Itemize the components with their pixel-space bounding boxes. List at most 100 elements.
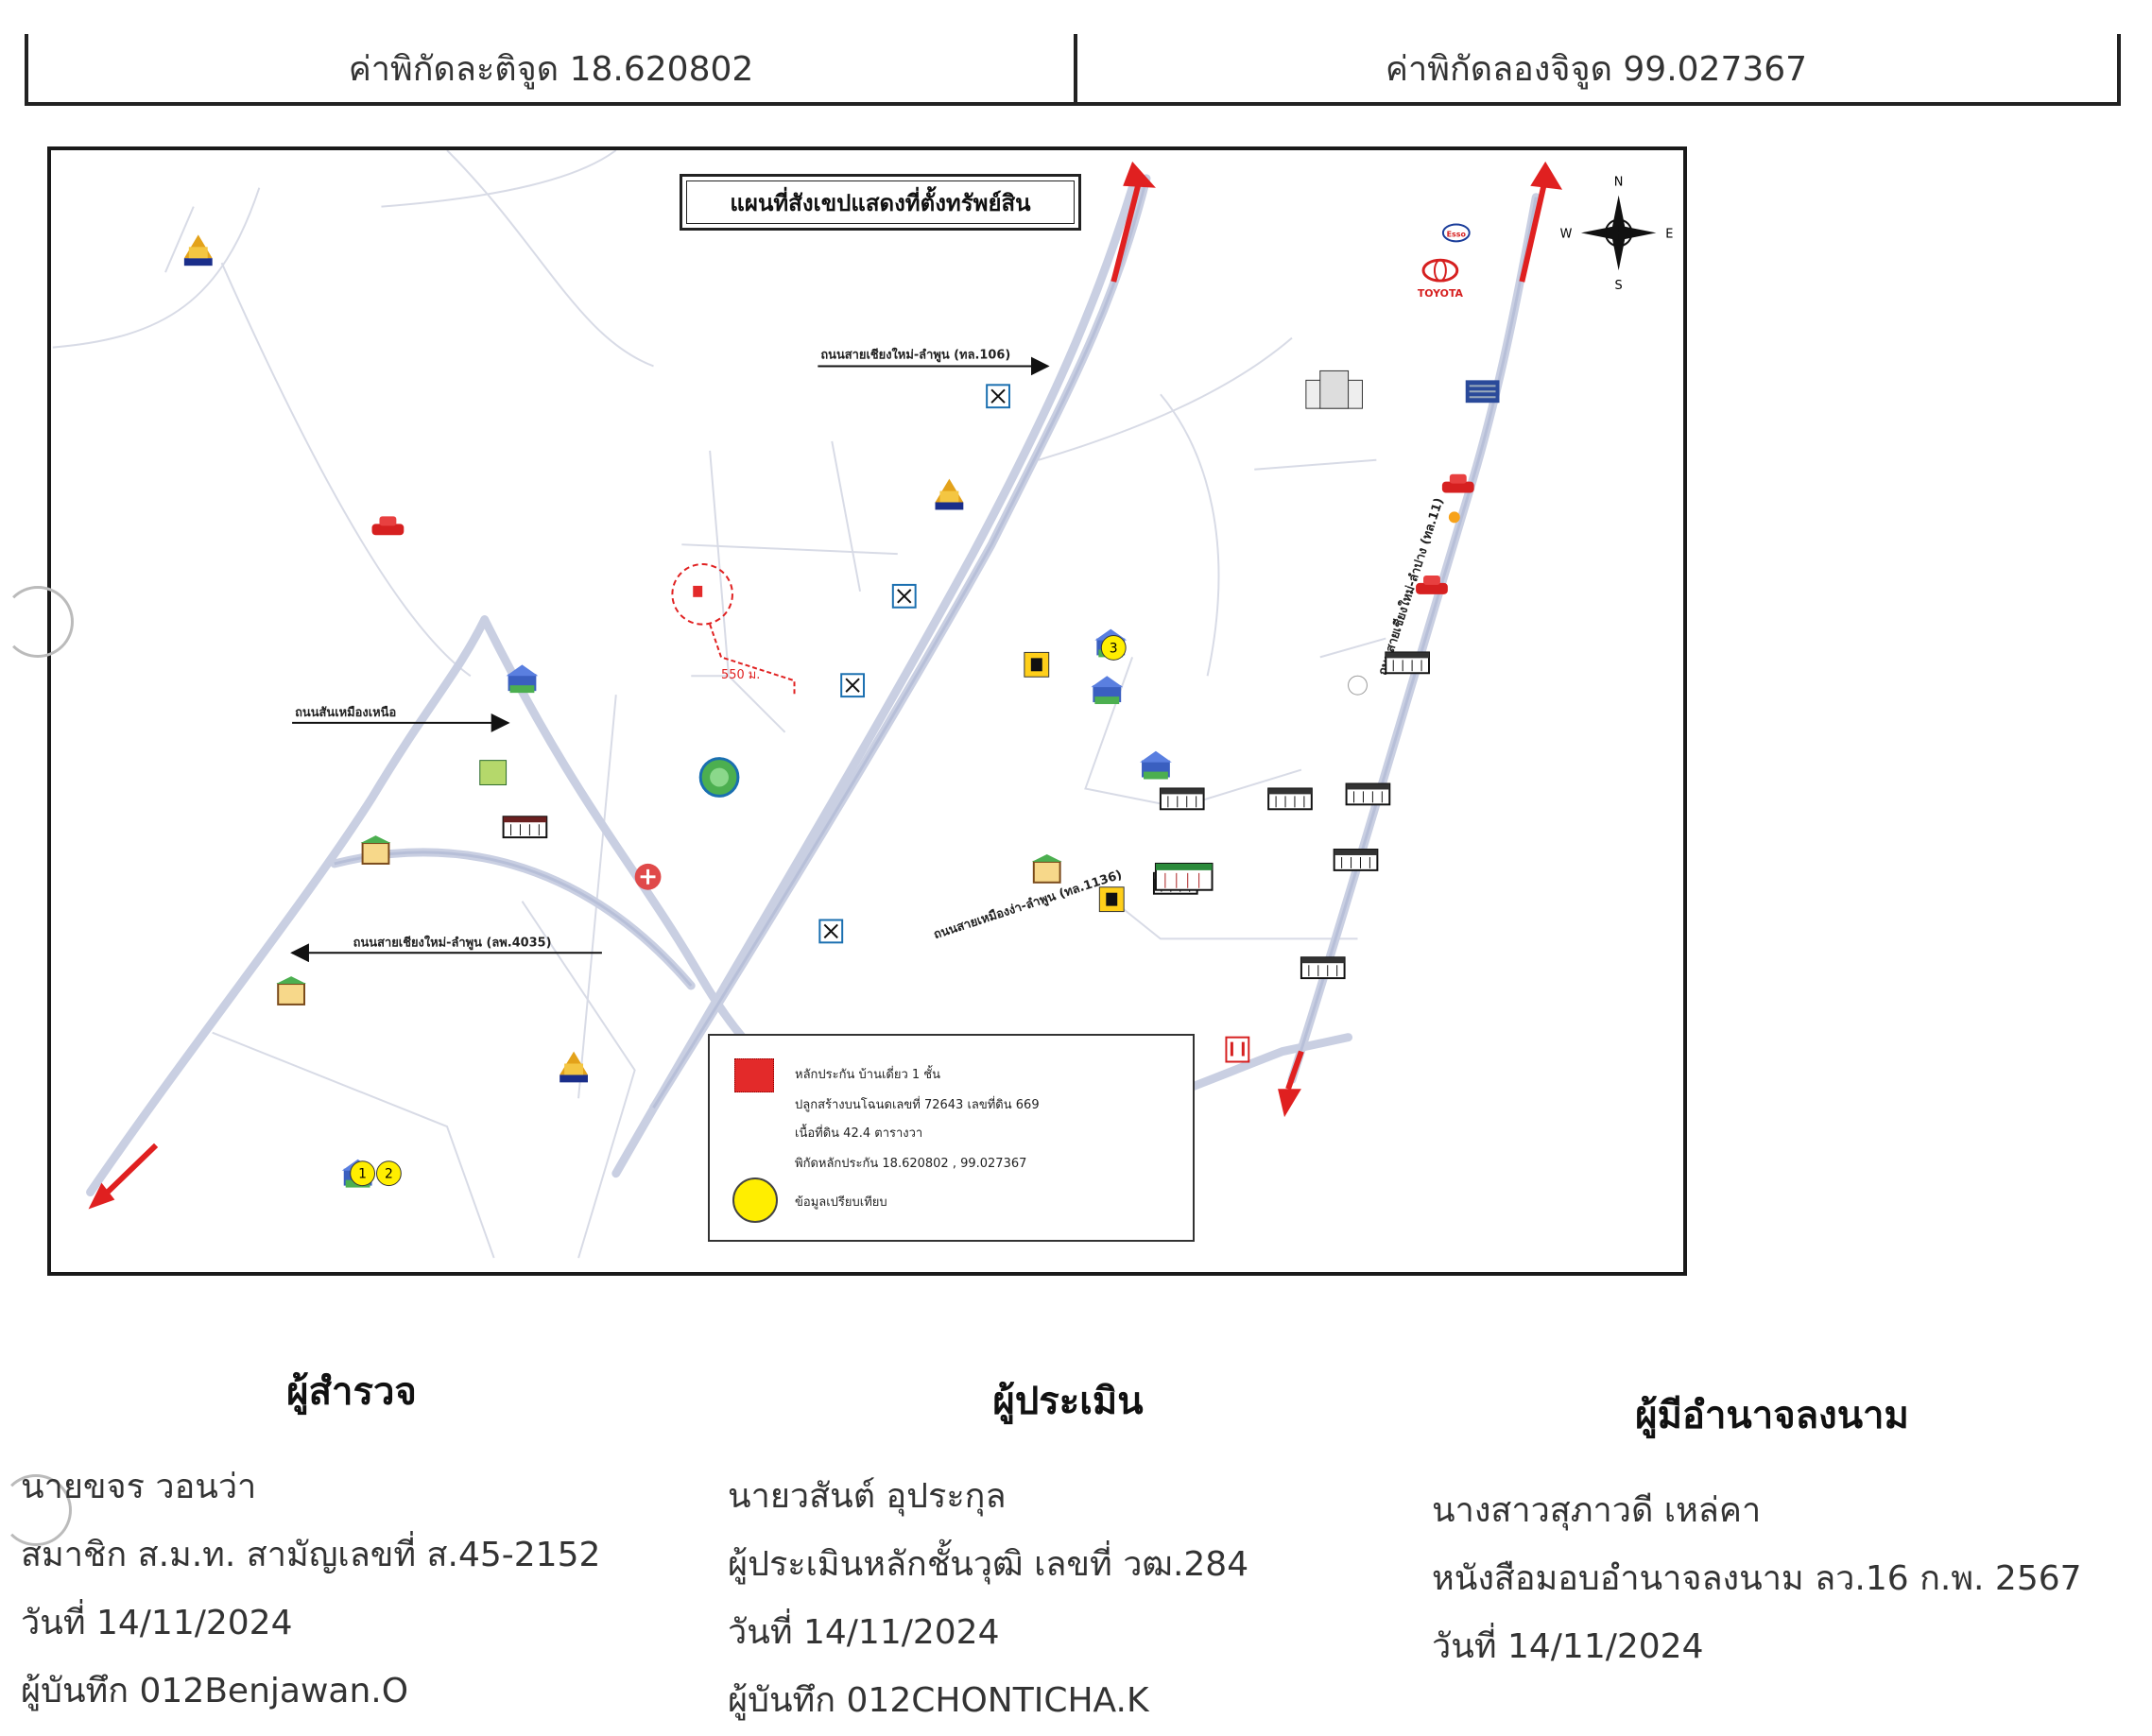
village-icon: [1091, 676, 1124, 705]
punch-hole-mark: [2, 586, 74, 658]
temple-icons: [183, 234, 964, 1083]
svg-text:ถนนสายเชียงใหม่-ลำพูน (ลพ.4035: ถนนสายเชียงใหม่-ลำพูน (ลพ.4035): [353, 934, 552, 950]
hospital-icon: [634, 863, 662, 890]
surveyor-recorder: ผู้บันทึก 012Benjawan.O: [21, 1672, 409, 1710]
authorized-signer-block: ผู้มีอำนาจลงนาม นางสาวสุภาวดี เหล่คา หนั…: [1432, 1384, 2112, 1681]
shop-icon: [502, 816, 548, 839]
punch-hole-mark: [0, 1474, 72, 1546]
temple-icon: [560, 1051, 588, 1083]
road-pointers: [290, 356, 1050, 963]
village-icon: [1140, 750, 1172, 780]
authorized-name: นางสาวสุภาวดี เหล่คา: [1432, 1491, 1762, 1530]
surveyor-block: ผู้สำรวจ นายขจร วอนว่า สมาชิก ส.ม.ท. สาม…: [21, 1361, 701, 1726]
svg-text:1: 1: [358, 1167, 367, 1182]
svg-text:2: 2: [385, 1167, 393, 1182]
restaurant-icons: [818, 384, 1010, 944]
surveyor-cert: สมาชิก ส.ม.ท. สามัญเลขที่ ส.45-2152: [21, 1536, 601, 1574]
poi-circle-icon: [1348, 675, 1368, 696]
svg-text:ถนนสันเหมืองเหนือ: ถนนสันเหมืองเหนือ: [295, 706, 396, 720]
appraiser-name: นายวสันต์ อุประกุล: [728, 1477, 1007, 1516]
shop-icons: [502, 651, 1430, 980]
authorized-date: วันที่ 14/11/2024: [1432, 1627, 1704, 1666]
comparable-marker-2: 2: [376, 1160, 402, 1187]
car-icon: [1416, 575, 1448, 594]
compass-w: W: [1560, 227, 1573, 241]
village-icon: [506, 664, 539, 694]
legend-area: เนื้อที่ดิน 42.4 ตารางวา: [795, 1126, 923, 1141]
map-title: แผนที่สังเขปแสดงที่ตั้งทรัพย์สิน: [680, 174, 1081, 231]
temple-icon: [935, 478, 964, 510]
market-icon: [276, 976, 306, 1006]
government-seal-icon: [698, 757, 740, 798]
arrow-south-lampang: [1278, 1050, 1304, 1118]
shop-icon: [1345, 782, 1391, 806]
svg-text:Esso: Esso: [1447, 230, 1467, 238]
gas-station-icon: [1024, 651, 1050, 678]
collateral-legend-swatch: [734, 1058, 774, 1092]
market-icons: [276, 835, 1062, 1006]
comparable-legend-swatch: [732, 1177, 778, 1223]
coordinate-bar: ค่าพิกัดละติจูด 18.620802 ค่าพิกัดลองจิจ…: [25, 34, 2125, 108]
legend-collateral: หลักประกัน บ้านเดี่ยว 1 ชั้น: [795, 1068, 941, 1082]
temple-icon: [183, 234, 213, 266]
appraiser-recorder: ผู้บันทึก 012CHONTICHA.K: [728, 1681, 1149, 1720]
dealer-sign-icon: [1225, 1036, 1250, 1063]
collateral-marker: 550 ม.: [671, 563, 796, 697]
shop-icon: [1154, 862, 1214, 891]
shop-icon: [1385, 651, 1430, 675]
university-icon: [1305, 370, 1363, 409]
market-icon: [360, 835, 391, 865]
legend-coordinates: พิกัดหลักประกัน 18.620802 , 99.027367: [795, 1157, 1027, 1171]
map-legend: หลักประกัน บ้านเดี่ยว 1 ชั้น ปลูกสร้างบน…: [708, 1034, 1195, 1242]
legend-comparable: ข้อมูลเปรียบเทียบ: [795, 1195, 887, 1210]
svg-text:ถนนสายเชียงใหม่-ลำพูน (ทล.106): ถนนสายเชียงใหม่-ลำพูน (ทล.106): [820, 347, 1010, 363]
gas-station-icons: [1024, 651, 1125, 913]
authorized-cert: หนังสือมอบอำนาจลงนาม ลว.16 ก.พ. 2567: [1432, 1559, 2082, 1598]
shell-icon: [1448, 511, 1460, 524]
arrow-southwest: [88, 1143, 159, 1210]
car-icon: [371, 516, 405, 536]
compass-s: S: [1615, 279, 1623, 293]
shop-icon: [1300, 956, 1346, 980]
market-icon: [1031, 853, 1062, 884]
arrow-north-chiangmai-2: [1519, 161, 1563, 283]
restaurant-icon: [818, 919, 844, 944]
gas-station-icon: [1098, 886, 1125, 913]
restaurant-icon: [891, 583, 917, 609]
svg-text:ถนนสายเหมืองง่า-ลำพูน (ทล.1136: ถนนสายเหมืองง่า-ลำพูน (ทล.1136): [932, 868, 1124, 943]
comparable-marker-1: 1: [350, 1160, 376, 1187]
svg-text:TOYOTA: TOYOTA: [1418, 287, 1464, 300]
comparable-markers: 1 2 3: [350, 635, 1127, 1187]
compass-e: E: [1665, 227, 1673, 241]
appraiser-role: ผู้ประเมิน: [992, 1380, 1144, 1423]
svg-text:3: 3: [1110, 641, 1118, 656]
direction-arrows: [88, 161, 1563, 1210]
office-icon: [479, 760, 508, 785]
road-centerlines: [334, 178, 1538, 1109]
compass-rose: N S E W: [1560, 176, 1674, 293]
shop-icon: [1267, 787, 1313, 811]
compass-n: N: [1614, 176, 1624, 190]
shop-icon: [1333, 849, 1379, 871]
shop-icon: [1159, 787, 1205, 811]
longitude-field: ค่าพิกัดลองจิจูด 99.027367: [1076, 34, 2121, 106]
arrow-north-chiangmai-1: [1110, 161, 1156, 283]
legend-deed: ปลูกสร้างบนโฉนดเลขที่ 72643 เลขที่ดิน 66…: [795, 1098, 1040, 1112]
landmark-icons: [479, 370, 1500, 1063]
longitude-label: ค่าพิกัดลองจิจูด 99.027367: [1385, 49, 1808, 89]
restaurant-icon: [840, 673, 866, 698]
authorized-role: ผู้มีอำนาจลงนาม: [1635, 1394, 1909, 1437]
appraiser-cert: ผู้ประเมินหลักชั้นวุฒิ เลขที่ วฒ.284: [728, 1545, 1249, 1584]
building-icon: [1465, 380, 1500, 404]
restaurant-icon: [986, 384, 1010, 409]
location-map: ถนนสายเชียงใหม่-ลำพูน (ทล.106) ถนนสันเหม…: [47, 146, 1687, 1276]
latitude-label: ค่าพิกัดละติจูด 18.620802: [348, 49, 754, 89]
surveyor-role: ผู้สำรวจ: [286, 1370, 417, 1414]
map-canvas: ถนนสายเชียงใหม่-ลำพูน (ทล.106) ถนนสันเหม…: [52, 150, 1674, 1259]
surveyor-date: วันที่ 14/11/2024: [21, 1604, 293, 1642]
car-showroom-icons: [371, 473, 1474, 594]
distance-label: 550 ม.: [721, 668, 760, 682]
surveyor-name: นายขจร วอนว่า: [21, 1468, 257, 1506]
car-icon: [1441, 473, 1474, 493]
comparable-marker-3: 3: [1100, 635, 1127, 661]
